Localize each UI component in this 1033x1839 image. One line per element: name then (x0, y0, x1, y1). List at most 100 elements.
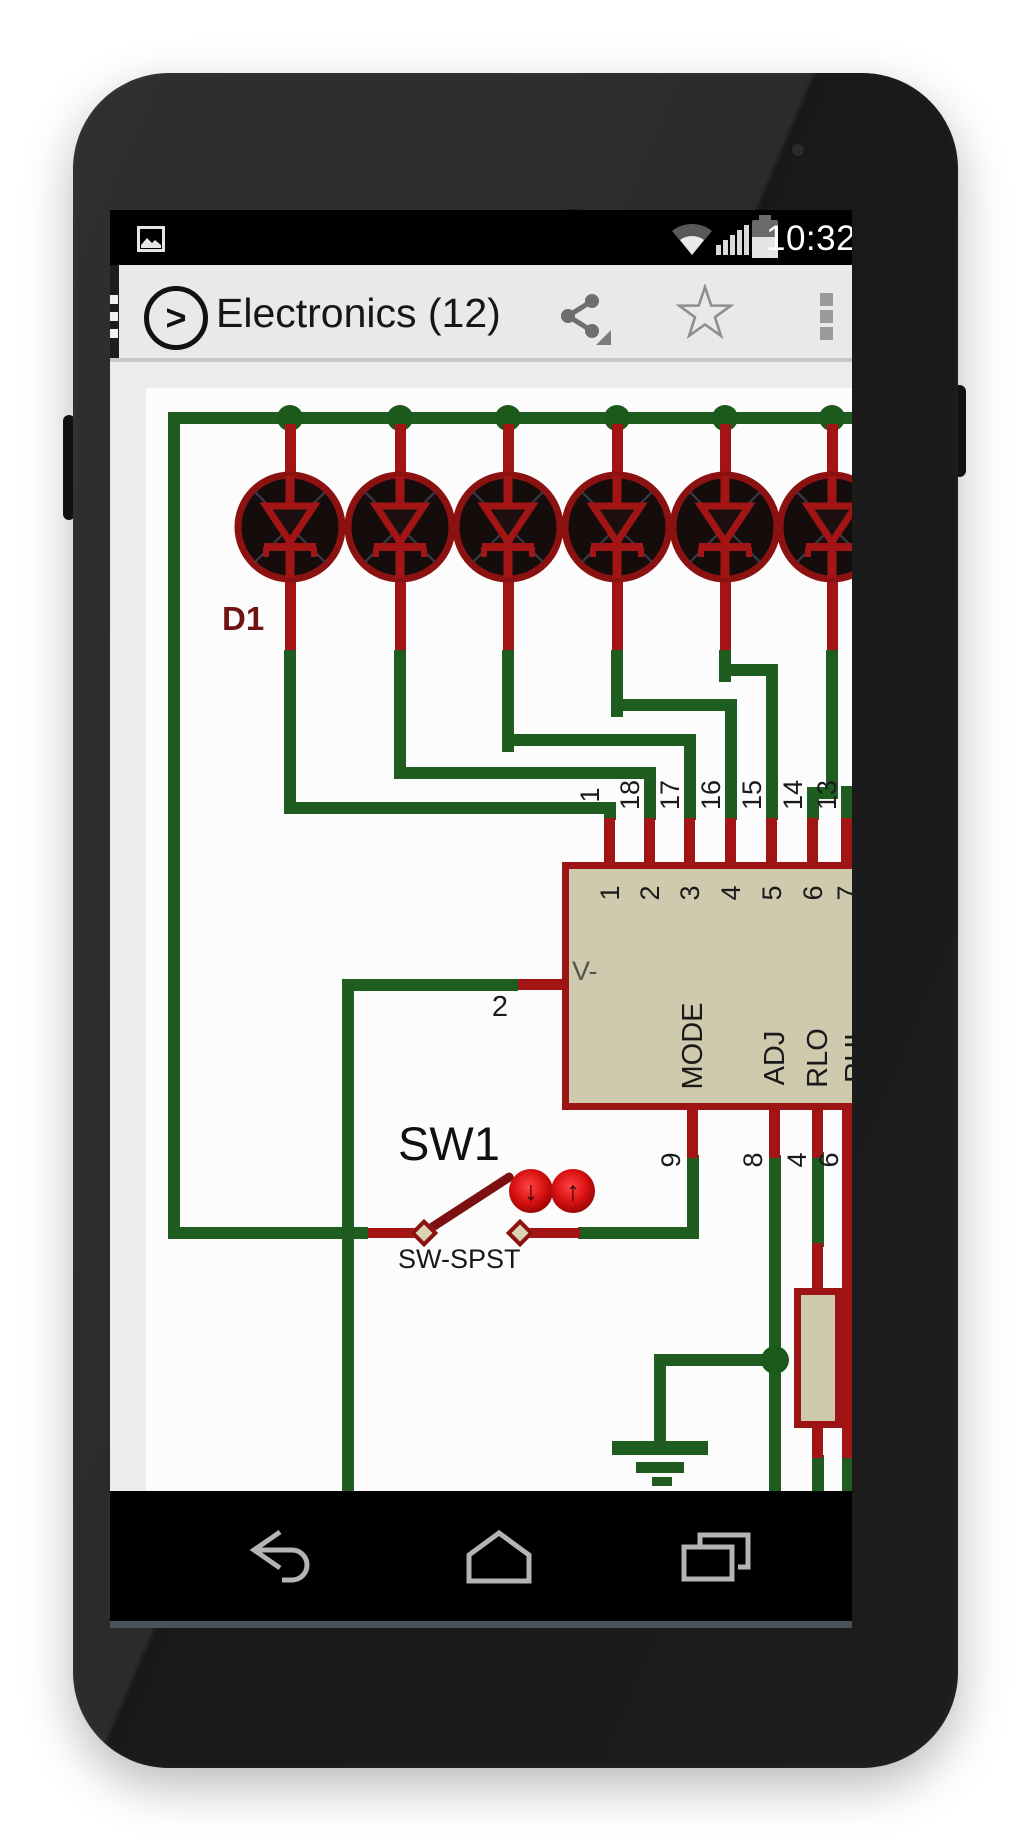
proximity-sensor (744, 142, 760, 158)
led-component (452, 471, 564, 583)
arrow-down-icon: ↓ (524, 1175, 538, 1206)
ambient-sensor (792, 144, 804, 156)
switch-toggle-up-button: ↑ (551, 1169, 595, 1213)
wire (812, 1455, 824, 1491)
wire (604, 802, 616, 820)
junction-dot (761, 1346, 789, 1374)
photo-notification-icon (137, 226, 165, 252)
wire (354, 979, 518, 991)
wire (285, 424, 296, 472)
wire (168, 412, 180, 1239)
wire (394, 767, 656, 779)
volume-button (63, 415, 75, 520)
ic-port-label: RHI (840, 1033, 852, 1083)
wire (684, 734, 696, 820)
wire (578, 1227, 699, 1239)
schematic-image-viewport[interactable]: 1 18 17 16 15 14 13 1 2 3 4 5 6 7 9 8 4 … (110, 358, 852, 1491)
hamburger-line (110, 295, 118, 304)
switch-designator: SW1 (398, 1117, 500, 1170)
app-bar (110, 265, 852, 358)
ic-pin (807, 818, 818, 862)
pin-label: 2 (491, 991, 509, 1023)
led-component (234, 471, 346, 583)
pin-label: 17 (655, 779, 685, 810)
drawer-edge-handle[interactable] (110, 265, 119, 358)
android-nav-bar (110, 1491, 852, 1621)
wire (812, 1424, 823, 1458)
wire (394, 650, 406, 779)
wire (719, 664, 778, 676)
bottom-accent-strip (110, 1621, 852, 1628)
recents-icon[interactable] (676, 1527, 756, 1587)
back-icon[interactable] (244, 1527, 324, 1587)
wire (812, 1152, 824, 1247)
wire (612, 424, 623, 472)
status-bar: 10:32 (110, 210, 852, 265)
wire (285, 582, 296, 650)
share-icon[interactable] (552, 288, 608, 344)
wire (611, 699, 737, 711)
nav-chevron-button[interactable]: > (144, 286, 208, 350)
overflow-menu-icon[interactable] (820, 327, 833, 340)
cell-signal-icon (716, 225, 749, 255)
pin-label: 4 (782, 1152, 812, 1168)
wire (725, 699, 737, 820)
ic-pin (687, 1110, 698, 1158)
star-icon[interactable] (675, 284, 735, 344)
pin-label: 16 (696, 779, 726, 810)
ground-bar (636, 1462, 684, 1473)
ic-pin (766, 818, 777, 862)
wire (503, 582, 514, 650)
wire (812, 1243, 823, 1292)
ic-pin (684, 818, 695, 862)
ic-pin-number: 7 (832, 878, 852, 908)
wire (720, 424, 731, 472)
pin-label: 8 (738, 1152, 768, 1168)
pin-label: 18 (615, 779, 645, 810)
home-icon[interactable] (459, 1527, 539, 1587)
wire (826, 650, 838, 799)
led-component (561, 471, 673, 583)
overflow-menu-icon[interactable] (820, 293, 833, 306)
hamburger-line (110, 312, 118, 321)
appbar-divider (110, 358, 852, 362)
wire (654, 1354, 666, 1449)
wire (395, 582, 406, 650)
pin-label: 6 (814, 1152, 844, 1168)
ic-pin (842, 1110, 852, 1158)
ground-bar (652, 1477, 672, 1486)
wire (842, 1158, 852, 1458)
phone-screen: 10:32 > Electronics (12) (110, 210, 852, 1628)
pin-label: 15 (737, 779, 767, 810)
wire (528, 1228, 580, 1238)
status-clock: 10:32 (766, 219, 852, 258)
wire (612, 582, 623, 650)
switch-type-label: SW-SPST (398, 1244, 521, 1274)
wire (827, 424, 838, 472)
ic-pin (812, 1110, 823, 1158)
wifi-icon (672, 223, 712, 255)
page-title: Electronics (12) (216, 290, 501, 336)
led-component (344, 471, 456, 583)
wire (841, 786, 852, 820)
wire (502, 650, 514, 752)
wire (654, 1354, 775, 1366)
ground-bar (612, 1441, 708, 1455)
ic-pin (604, 818, 615, 862)
wire (503, 424, 514, 472)
wire (827, 582, 838, 650)
wire (807, 787, 819, 820)
ic-pin (725, 818, 736, 862)
wire (368, 1228, 418, 1238)
overflow-menu-icon[interactable] (820, 310, 833, 323)
wire (687, 1155, 699, 1239)
wire (644, 767, 656, 820)
share-dropdown-arrow[interactable] (596, 330, 611, 345)
battery-fill (752, 237, 778, 258)
ic-pin-number: 6 (798, 885, 828, 901)
pin-label: 13 (812, 779, 842, 810)
ic-pin (518, 979, 562, 990)
wire (769, 1155, 781, 1491)
led-component (776, 471, 852, 583)
